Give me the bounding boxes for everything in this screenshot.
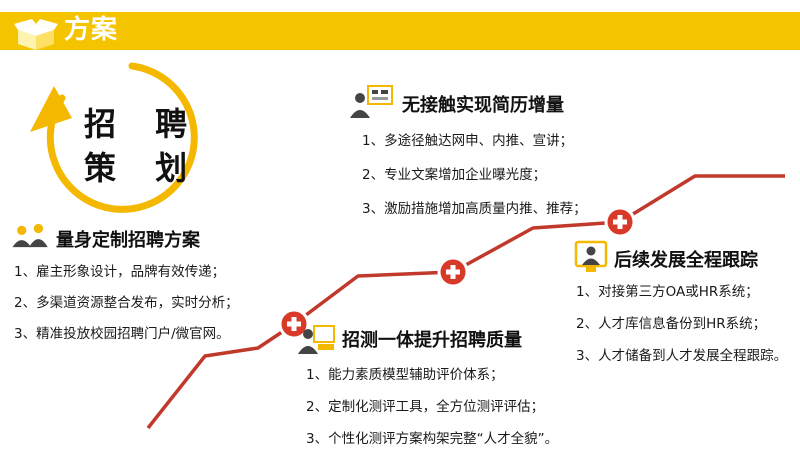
header-banner bbox=[0, 12, 800, 50]
section-title-assessment: 招测一体提升招聘质量 bbox=[342, 330, 522, 351]
arc-arrow-icon bbox=[30, 86, 72, 132]
badge-arc bbox=[46, 62, 198, 213]
person-board-icon bbox=[350, 85, 393, 118]
section-title-resume-growth: 无接触实现简历增量 bbox=[402, 95, 564, 116]
list-item: 1、雇主形象设计，品牌有效传递； bbox=[14, 264, 226, 280]
list-item: 3、激励措施增加高质量内推、推荐； bbox=[362, 201, 587, 217]
progress-line bbox=[146, 174, 785, 430]
box-logo-icon bbox=[14, 19, 58, 50]
badge-line-1: 招 聘 bbox=[84, 105, 202, 143]
plus-marker-icon bbox=[437, 256, 469, 288]
plus-marker-icon bbox=[604, 206, 636, 238]
section-title-tracking: 后续发展全程跟踪 bbox=[614, 250, 758, 271]
list-item: 2、专业文案增加企业曝光度； bbox=[362, 167, 547, 183]
plus-marker-icon bbox=[278, 308, 310, 340]
list-item: 3、个性化测评方案构架完整“人才全貌”。 bbox=[306, 431, 559, 447]
person-monitor-icon bbox=[574, 240, 608, 272]
badge-line-2: 策 划 bbox=[84, 149, 202, 187]
page-title: 方案 bbox=[64, 15, 119, 45]
list-item: 2、人才库信息备份到HR系统； bbox=[576, 316, 767, 332]
list-item: 2、定制化测评工具，全方位测评评估； bbox=[306, 399, 545, 415]
section-title-custom-plan: 量身定制招聘方案 bbox=[56, 230, 200, 251]
list-item: 3、人才储备到人才发展全程跟踪。 bbox=[576, 348, 788, 364]
list-item: 1、多途径触达网申、内推、宣讲； bbox=[362, 133, 574, 149]
list-item: 3、精准投放校园招聘门户/微官网。 bbox=[14, 326, 230, 342]
list-item: 1、对接第三方OA或HR系统； bbox=[576, 284, 759, 300]
list-item: 1、能力素质模型辅助评价体系； bbox=[306, 367, 504, 383]
person-group-icon bbox=[12, 223, 48, 248]
list-item: 2、多渠道资源整合发布，实时分析； bbox=[14, 295, 239, 311]
person-screen-icon bbox=[298, 325, 335, 354]
